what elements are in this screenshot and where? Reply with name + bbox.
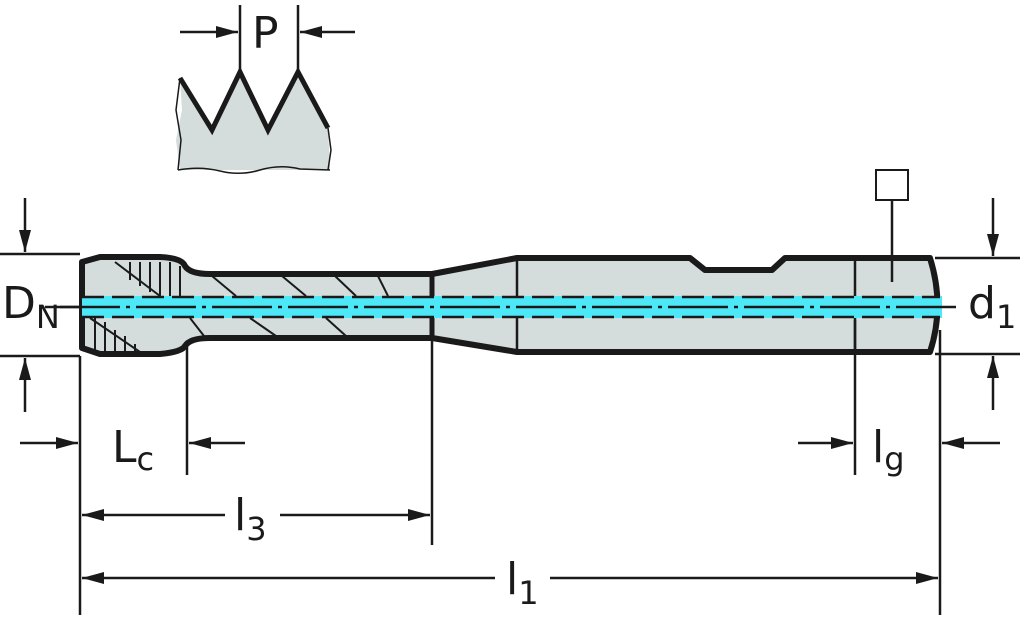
- pitch-label: P: [252, 8, 279, 59]
- nominal-diameter-label: D: [2, 278, 36, 329]
- square-length-subscript: g: [884, 440, 904, 478]
- chamfer-length-subscript: c: [137, 440, 155, 478]
- thread-profile: [175, 66, 332, 174]
- coolant-channel: [82, 296, 942, 318]
- chamfer-hatching: [89, 261, 181, 353]
- square-length-label: l: [872, 422, 884, 473]
- tap-body: [60, 254, 960, 357]
- svg-text:l3: l3: [234, 490, 267, 548]
- shank-diameter-label: d: [968, 278, 996, 329]
- square-drive-symbol: [875, 169, 909, 282]
- neck-length-dimension: l3: [82, 490, 430, 548]
- flute-lines: [189, 275, 389, 337]
- shank-diameter-subscript: 1: [996, 298, 1016, 336]
- square-length-dimension: lg: [798, 422, 1000, 478]
- svg-text:l1: l1: [506, 554, 539, 612]
- svg-text:lg: lg: [872, 422, 905, 478]
- overall-length-subscript: 1: [518, 574, 538, 612]
- svg-text:Lc: Lc: [112, 422, 154, 478]
- nominal-diameter-subscript: N: [36, 298, 60, 336]
- neck-length-subscript: 3: [246, 510, 266, 548]
- nominal-diameter-dimension: DN: [0, 198, 80, 412]
- svg-text:DN: DN: [2, 278, 60, 336]
- chamfer-length-label: L: [112, 422, 137, 473]
- svg-text:d1: d1: [968, 278, 1016, 336]
- chamfer-length-dimension: Lc: [20, 422, 245, 478]
- overall-length-dimension: l1: [82, 554, 938, 612]
- neck-length-label: l: [234, 490, 246, 541]
- pitch-dimension: P: [180, 5, 355, 72]
- overall-length-label: l: [506, 554, 518, 605]
- shank-diameter-dimension: d1: [935, 198, 1020, 410]
